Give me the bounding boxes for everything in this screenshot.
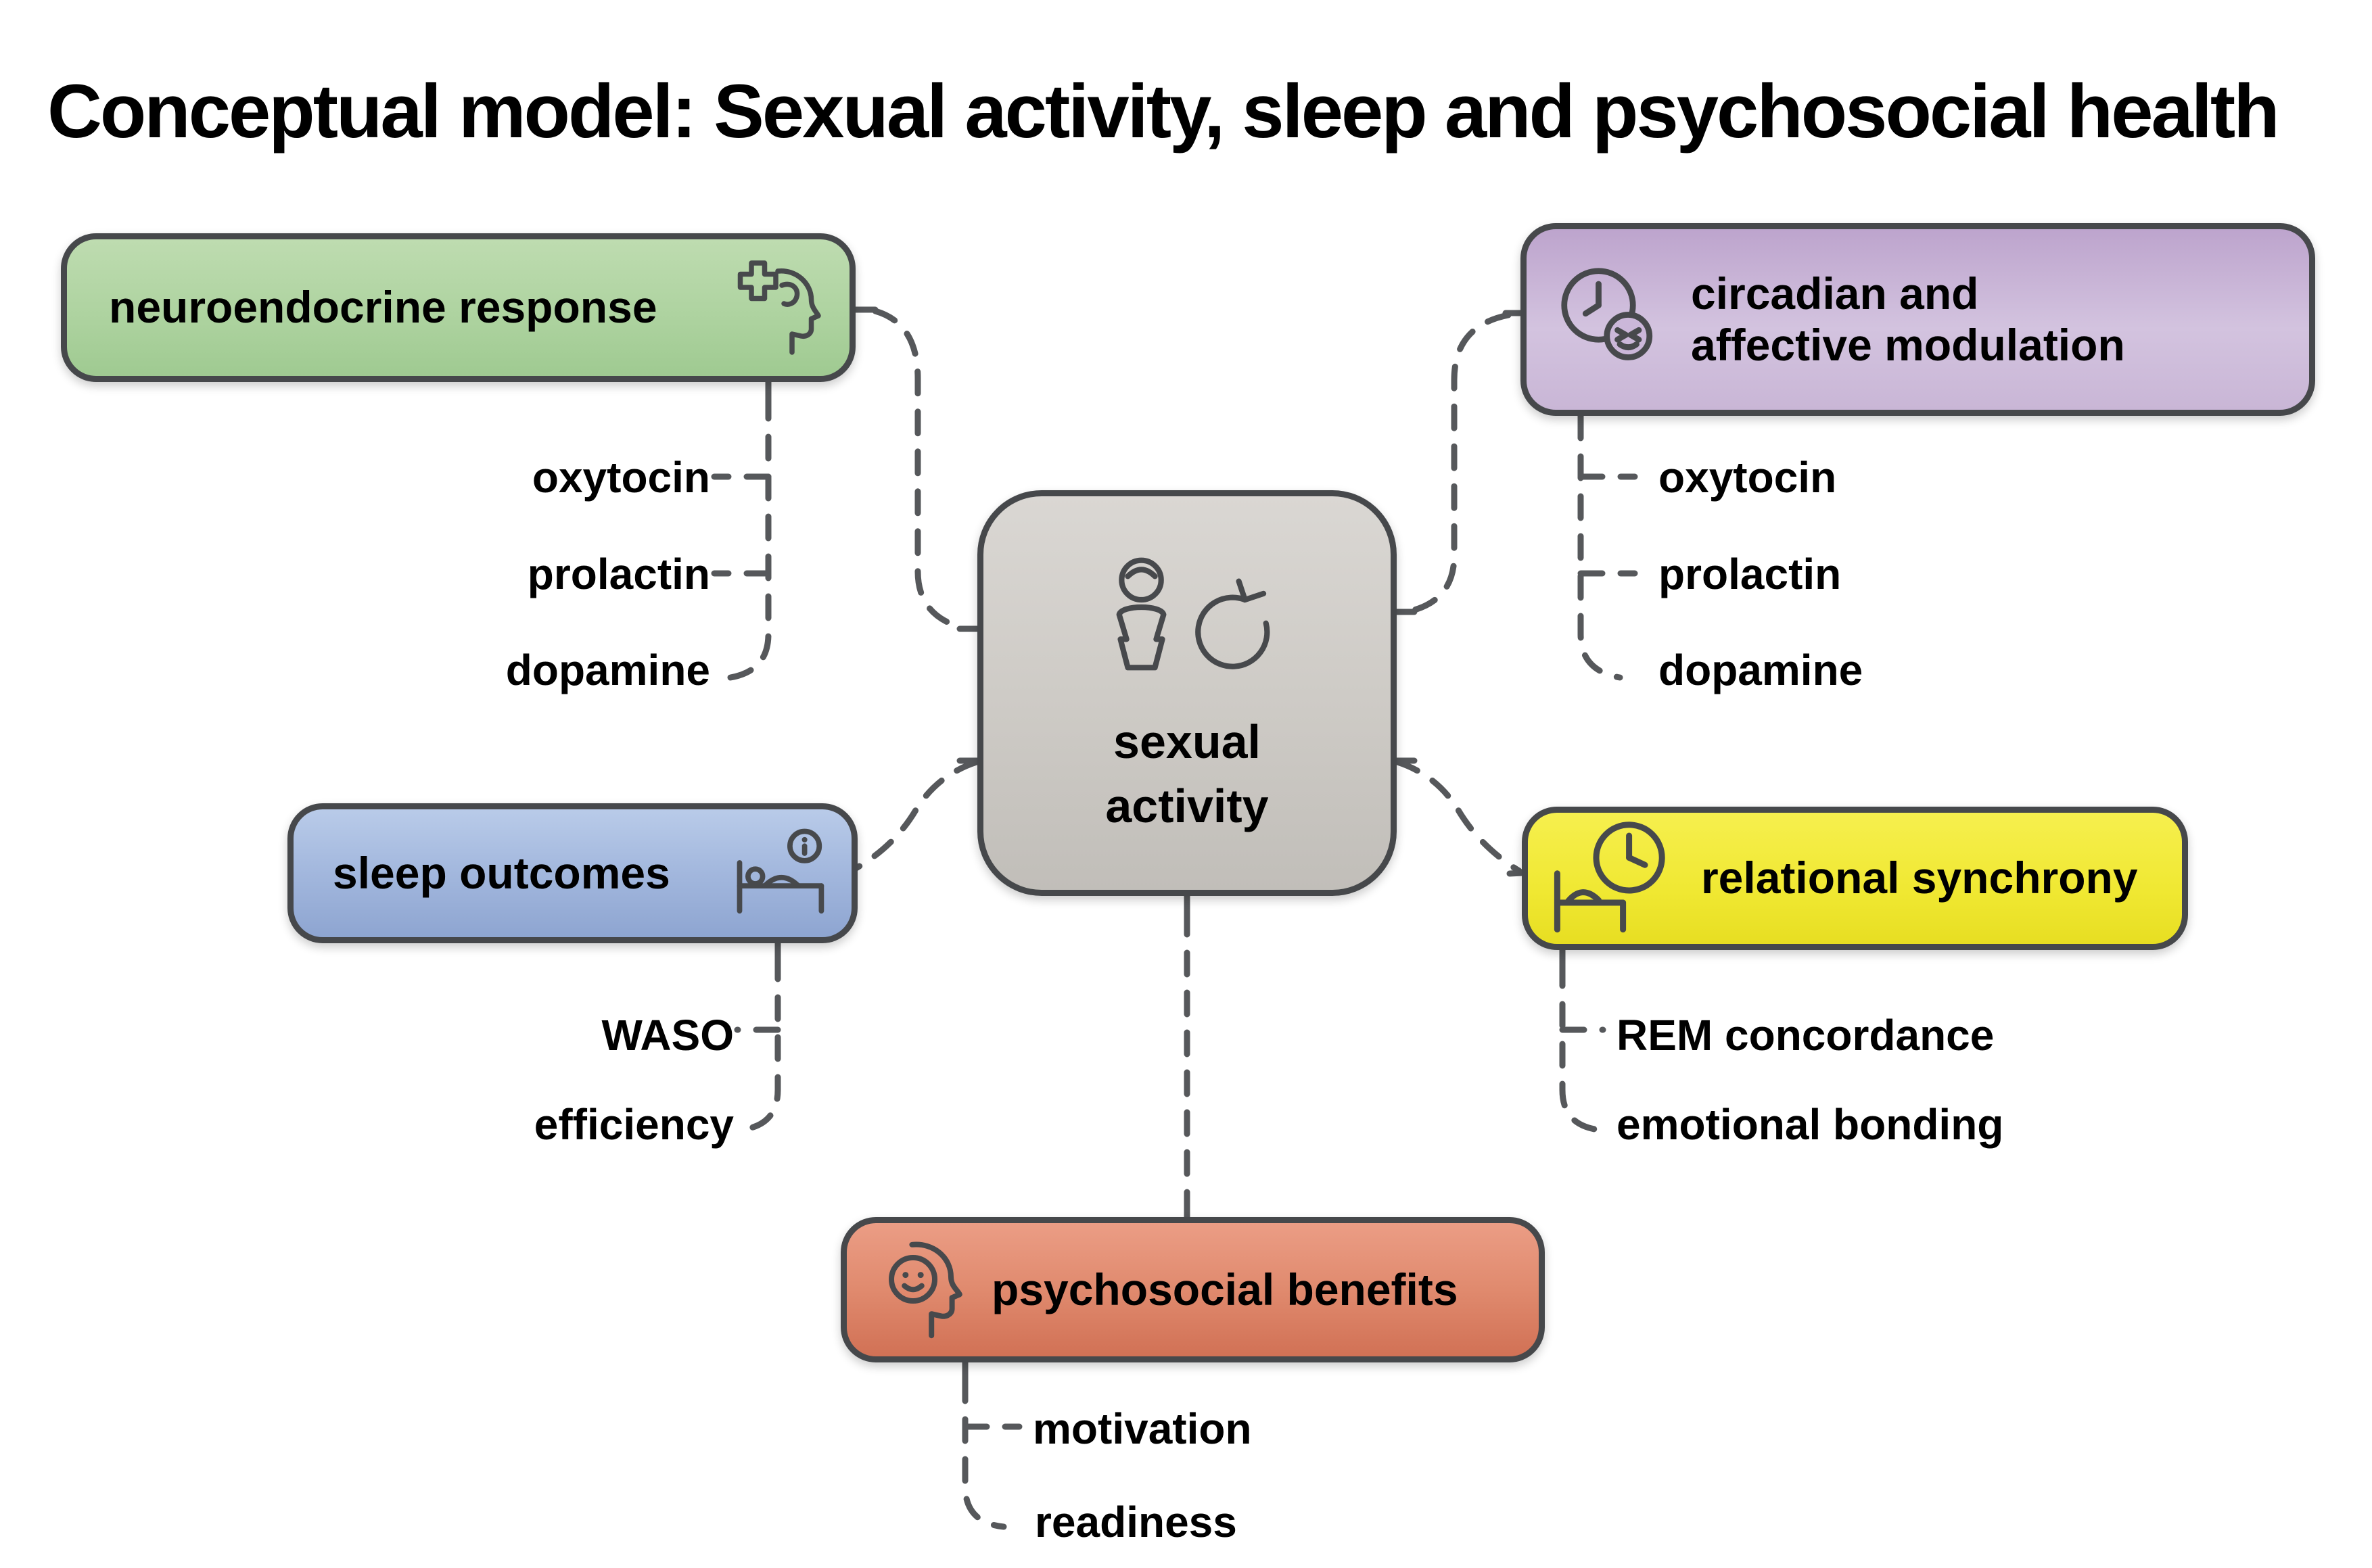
node-relational-synchrony: relational synchrony: [1522, 807, 2188, 950]
sleep-outcomes-label: sleep outcomes: [333, 847, 670, 898]
head-cross-icon: [737, 260, 821, 355]
connector-blue-to-sleep-measures: [738, 954, 781, 1133]
node-sexual-activity: sexual activity: [977, 490, 1397, 896]
label-motivation: motivation: [1033, 1404, 1252, 1453]
connector-salmon-to-benefit-measures: [962, 1376, 1007, 1530]
label-rem-concordance: REM concordance: [1617, 1011, 1995, 1060]
clock-face-icon: [1561, 268, 1653, 360]
person-cycle-icon: [1116, 557, 1270, 671]
node-sleep-outcomes: sleep outcomes: [287, 803, 858, 943]
label-prolactin-left: prolactin: [527, 550, 710, 598]
circadian-label-line1: circadian and: [1691, 268, 1979, 318]
bed-info-icon: [737, 828, 824, 914]
label-prolactin-right: prolactin: [1658, 550, 1842, 598]
psychosocial-benefits-label: psychosocial benefits: [992, 1264, 1458, 1314]
label-waso: WASO: [601, 1011, 734, 1060]
connector-green-to-center: [872, 308, 965, 631]
circadian-label: circadian and affective modulation: [1691, 268, 2125, 371]
connector-center-to-blue: [852, 759, 980, 872]
center-label: sexual activity: [1105, 710, 1268, 838]
center-label-line2: activity: [1105, 779, 1269, 832]
connector-center-to-yellow: [1394, 759, 1522, 874]
label-oxytocin-left: oxytocin: [532, 453, 710, 502]
label-dopamine-right: dopamine: [1658, 646, 1863, 694]
label-dopamine-left: dopamine: [505, 646, 710, 694]
label-emotional-bonding: emotional bonding: [1617, 1100, 2004, 1149]
center-label-line1: sexual: [1113, 715, 1261, 768]
label-readiness: readiness: [1035, 1498, 1237, 1546]
connector-green-to-hormones: [727, 394, 772, 681]
connector-yellow-to-synchrony-measures: [1559, 961, 1602, 1133]
node-psychosocial-benefits: psychosocial benefits: [841, 1217, 1545, 1362]
connector-purple-to-hormones: [1577, 413, 1623, 681]
node-neuroendocrine-response: neuroendocrine response: [61, 233, 856, 382]
label-efficiency: efficiency: [534, 1100, 734, 1149]
head-smile-icon: [889, 1241, 962, 1338]
diagram-title: Conceptual model: Sexual activity, sleep…: [47, 69, 2280, 153]
node-circadian-affective-modulation: circadian and affective modulation: [1520, 223, 2315, 416]
label-oxytocin-right: oxytocin: [1658, 453, 1837, 502]
relational-synchrony-label: relational synchrony: [1701, 853, 2138, 903]
connector-purple-to-center: [1406, 312, 1512, 615]
circadian-label-line2: affective modulation: [1691, 319, 2125, 370]
neuroendocrine-label: neuroendocrine response: [109, 282, 657, 333]
bed-clock-icon: [1554, 822, 1665, 933]
